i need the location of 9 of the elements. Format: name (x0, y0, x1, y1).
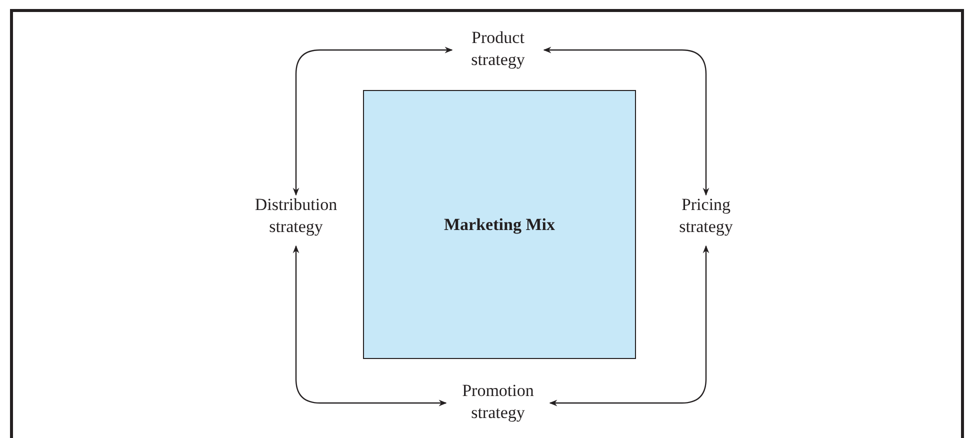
double-arrow (292, 46, 453, 196)
center-box: Marketing Mix (363, 90, 636, 359)
double-arrow (292, 245, 447, 406)
strategy-label: Product strategy (450, 27, 546, 71)
strategy-label: Pricing strategy (662, 194, 750, 238)
double-arrow (549, 245, 710, 406)
strategy-label: Distribution strategy (232, 194, 360, 238)
strategy-label: Promotion strategy (444, 380, 552, 424)
double-arrow (543, 46, 710, 196)
